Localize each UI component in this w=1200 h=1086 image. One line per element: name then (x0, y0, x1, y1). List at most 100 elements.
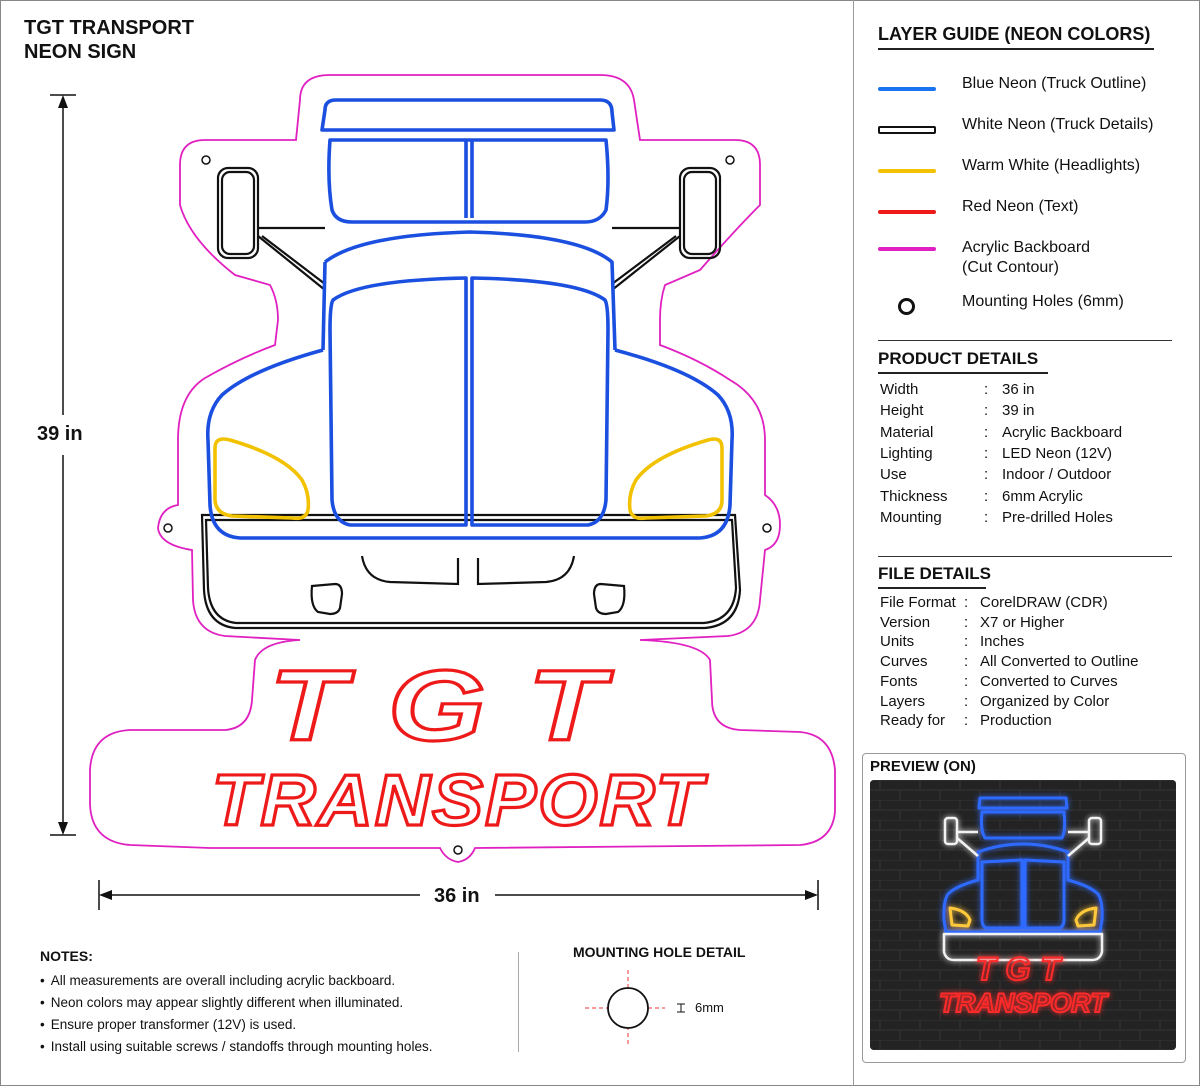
preview-heading: PREVIEW (ON) (870, 758, 976, 775)
row-key: Curves (880, 653, 928, 671)
truck-outline-neon (205, 98, 735, 540)
row-colon: : (964, 712, 969, 730)
row-value: All Converted to Outline (980, 653, 1139, 671)
legend-label-acrylic: Acrylic Backboard (Cut Contour) (962, 238, 1090, 278)
row-colon: : (964, 653, 969, 671)
mounting-hole-icon (898, 298, 915, 315)
legend-label-blue: Blue Neon (Truck Outline) (962, 75, 1147, 92)
legend-label-red: Red Neon (Text) (962, 198, 1079, 215)
legend-item-acrylic: Acrylic Backboard (Cut Contour) (878, 238, 1178, 282)
legend-item-white: White Neon (Truck Details) (878, 115, 1178, 145)
row-value: Organized by Color (980, 692, 1110, 710)
row-colon: : (964, 672, 969, 690)
row-value: Inches (980, 633, 1025, 651)
row-value: Indoor / Outdoor (1002, 466, 1112, 484)
sign-drawing: TGT TRANSPORT (50, 74, 836, 910)
row-key: Units (880, 633, 915, 651)
legend-label-white: White Neon (Truck Details) (962, 116, 1154, 133)
row-key: Height (880, 402, 924, 420)
row-colon: : (984, 444, 989, 462)
note-item: Ensure proper transformer (12V) is used. (40, 1017, 296, 1032)
row-colon: : (964, 594, 969, 611)
width-dimension-label: 36 in (434, 885, 480, 907)
preview-image: TGT TRANSPORT (870, 780, 1176, 1050)
row-key: Lighting (880, 444, 933, 462)
preview-illustration: TGT TRANSPORT (870, 780, 1176, 1050)
legend-swatch-acrylic (878, 247, 936, 251)
legend-item-red: Red Neon (Text) (878, 197, 1178, 227)
mounting-hole-diagram (585, 970, 685, 1046)
layer-guide-underline (878, 48, 1154, 50)
mounting-holes (163, 155, 772, 855)
width-dimension (98, 880, 819, 910)
row-colon: : (984, 423, 989, 441)
note-item: All measurements are overall including a… (40, 973, 395, 988)
product-details-underline (878, 372, 1048, 374)
mounting-hole-size-label: 6mm (695, 1000, 724, 1015)
legend-swatch-warm-white (878, 169, 936, 173)
row-value: Production (980, 712, 1052, 730)
height-dimension-label: 39 in (37, 423, 83, 445)
row-colon: : (984, 508, 989, 526)
row-key: Ready for (880, 712, 946, 730)
notes-divider (518, 952, 519, 1052)
note-item: Neon colors may appear slightly differen… (40, 995, 403, 1010)
acrylic-backboard-contour (89, 74, 836, 863)
row-value: 39 in (1002, 402, 1035, 420)
row-value: X7 or Higher (980, 613, 1065, 631)
legend-swatch-red (878, 210, 936, 214)
divider-1 (878, 340, 1172, 341)
preview-frame (862, 753, 1186, 1063)
row-key: Use (880, 466, 907, 484)
row-key: Fonts (880, 672, 918, 690)
row-key: Thickness (880, 487, 948, 505)
row-value: Acrylic Backboard (1002, 423, 1123, 441)
file-details-underline (878, 587, 986, 589)
headlights-neon (213, 437, 724, 521)
row-colon: : (984, 487, 989, 505)
sign-text-bottom: TRANSPORT (212, 760, 708, 841)
row-colon: : (964, 633, 969, 651)
row-colon: : (964, 613, 969, 631)
row-colon: : (964, 692, 969, 710)
row-value: 6mm Acrylic (1002, 487, 1083, 505)
row-value: LED Neon (12V) (1002, 444, 1113, 462)
preview-text-top: TGT (976, 951, 1070, 987)
preview-text-bottom: TRANSPORT (939, 988, 1109, 1018)
row-value: Pre-drilled Holes (1002, 508, 1113, 526)
sign-text-top: TGT (269, 650, 646, 761)
legend-label-acrylic-line1: Acrylic Backboard (962, 239, 1091, 256)
legend-label-holes: Mounting Holes (6mm) (962, 293, 1124, 310)
legend-item-warm-white: Warm White (Headlights) (878, 156, 1178, 186)
sign-title: TGT TRANSPORT NEON SIGN (24, 16, 194, 64)
row-key: Layers (880, 692, 926, 710)
row-key: Mounting (880, 508, 942, 526)
title-line-1: TGT TRANSPORT (24, 17, 194, 39)
product-details-heading: PRODUCT DETAILS (878, 349, 1039, 368)
row-value: 36 in (1002, 381, 1035, 398)
row-key: Width (880, 381, 919, 398)
row-value: CorelDRAW (CDR) (980, 594, 1108, 611)
row-colon: : (984, 402, 989, 420)
legend-swatch-white (878, 126, 936, 134)
legend-item-blue: Blue Neon (Truck Outline) (878, 74, 1178, 104)
row-colon: : (984, 381, 989, 398)
row-value: Converted to Curves (980, 672, 1118, 690)
legend-label-acrylic-line2: (Cut Contour) (962, 259, 1059, 276)
file-details-heading: FILE DETAILS (878, 564, 992, 583)
title-line-2: NEON SIGN (24, 41, 137, 63)
row-key: Material (880, 423, 934, 441)
truck-detail-neon (200, 166, 742, 630)
divider-2 (878, 556, 1172, 557)
legend-item-holes: Mounting Holes (6mm) (878, 292, 1178, 322)
row-colon: : (984, 466, 989, 484)
mounting-hole-detail-heading: MOUNTING HOLE DETAIL (573, 944, 746, 960)
row-key: File Format (880, 594, 956, 611)
height-dimension (50, 94, 76, 836)
note-item: Install using suitable screws / standoff… (40, 1039, 433, 1054)
row-key: Version (880, 613, 931, 631)
legend-label-warm-white: Warm White (Headlights) (962, 157, 1141, 174)
panel-divider (853, 0, 854, 1086)
notes-heading: NOTES: (40, 948, 93, 964)
legend-swatch-blue (878, 87, 936, 91)
